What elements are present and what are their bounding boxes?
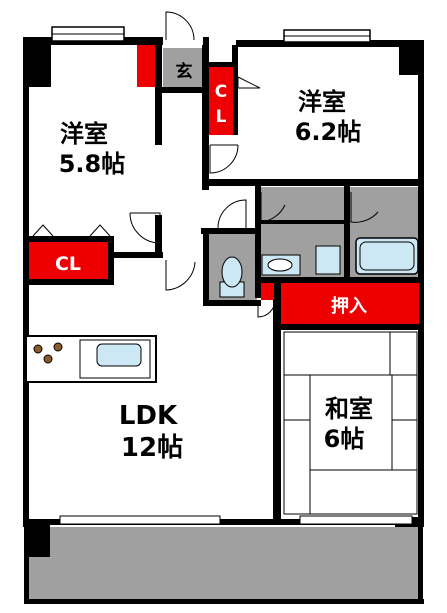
room2-name: 洋室 — [298, 88, 346, 116]
room1-name: 洋室 — [60, 120, 108, 148]
tatami-lines — [283, 331, 418, 515]
washing-machine — [315, 245, 341, 275]
washbasin — [261, 254, 301, 276]
oshiire-storage: 押入 — [281, 283, 419, 324]
ldk-size: 12帖 — [121, 433, 183, 463]
door-entrance[interactable] — [163, 10, 203, 41]
door-bathroom[interactable] — [350, 192, 379, 223]
entrance-floor — [163, 48, 206, 88]
balcony — [26, 527, 422, 603]
door-washroom-right[interactable] — [260, 192, 286, 223]
ldk-name: LDK — [119, 401, 178, 431]
svg-text:CL: CL — [55, 253, 81, 275]
japanese-room-name: 和室 — [325, 395, 373, 423]
svg-text:押入: 押入 — [331, 295, 367, 317]
kitchen-counter — [25, 335, 157, 383]
closet-top: C L — [209, 67, 233, 135]
room2-size: 6.2帖 — [295, 118, 362, 146]
balcony-rail — [24, 599, 424, 604]
bathtub — [355, 237, 419, 275]
storage-red-small — [261, 283, 274, 300]
door-room2[interactable] — [209, 144, 239, 174]
door-ldk[interactable] — [257, 299, 276, 318]
svg-text:L: L — [216, 107, 227, 127]
stove-burner — [43, 354, 53, 364]
svg-text:C: C — [215, 82, 227, 102]
door-washroom[interactable] — [217, 199, 247, 229]
closet-left: CL — [29, 242, 108, 279]
stove-burner — [33, 344, 43, 354]
door-closet-left[interactable] — [32, 224, 111, 237]
toilet — [219, 256, 245, 298]
room1-size: 5.8帖 — [59, 150, 126, 178]
storage-red-top-left — [137, 45, 155, 87]
stove-burner — [53, 342, 63, 352]
door-hall[interactable] — [165, 260, 196, 291]
door-room1[interactable] — [129, 212, 161, 244]
entrance-label: 玄 — [176, 61, 193, 82]
japanese-room-size: 6帖 — [324, 425, 365, 453]
door-closet-top[interactable] — [237, 76, 261, 89]
